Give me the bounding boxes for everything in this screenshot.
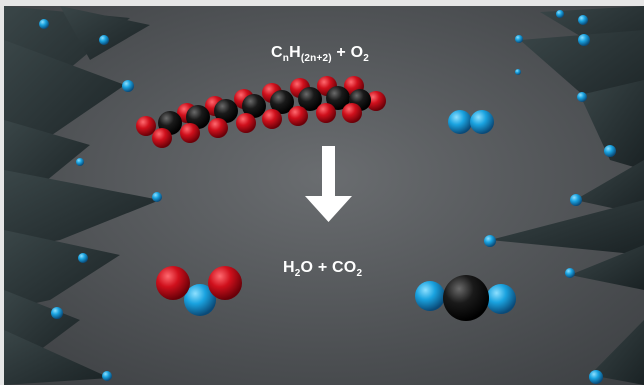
co-subscript: 2: [356, 268, 363, 279]
oxygen-molecule: [448, 110, 494, 134]
product-equation: H2O + CO2: [283, 259, 362, 279]
co-symbol: CO: [332, 259, 357, 276]
oxygen-symbol: O: [350, 44, 364, 61]
alkane-molecule: [136, 76, 386, 148]
water-o-symbol: O: [300, 259, 314, 276]
hydrogen-symbol: H: [289, 44, 301, 61]
carbon-subscript: n: [282, 53, 290, 64]
water-h-symbol: H: [283, 259, 295, 276]
down-arrow-icon: [305, 146, 352, 222]
left-spikes: [4, 6, 160, 385]
carbon-dioxide-molecule: [415, 275, 516, 321]
plus-sign: +: [331, 44, 351, 61]
carbon-symbol: C: [271, 44, 283, 61]
water-molecule: [156, 266, 242, 316]
oxygen-subscript: 2: [363, 53, 370, 64]
right-spikes: [490, 6, 644, 385]
plus-sign: +: [313, 259, 333, 276]
right-spike-tips: [484, 10, 616, 384]
reactant-equation: CnH(2n+2) + O2: [271, 44, 369, 64]
hydrogen-subscript: (2n+2): [300, 53, 332, 64]
left-spike-tips: [39, 19, 162, 381]
water-h-subscript: 2: [294, 268, 301, 279]
